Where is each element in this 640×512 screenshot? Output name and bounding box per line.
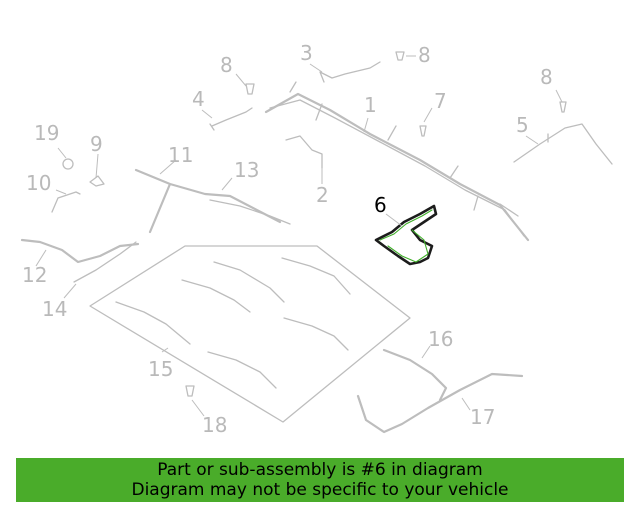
banner-line-2: Diagram may not be specific to your vehi… (131, 480, 509, 500)
callout-17: 17 (470, 405, 495, 429)
callout-15: 15 (148, 357, 173, 381)
part-8-bolt-a (245, 83, 255, 95)
callout-14: 14 (42, 297, 67, 321)
part-13-harness (209, 199, 291, 225)
callout-10: 10 (26, 171, 51, 195)
callout-9: 9 (90, 132, 103, 156)
banner-line-1: Part or sub-assembly is #6 in diagram (157, 460, 483, 480)
callout-12: 12 (22, 263, 47, 287)
part-5-harness (513, 123, 613, 165)
callout-3: 3 (300, 41, 313, 65)
part-16-harness (382, 348, 448, 402)
callout-1: 1 (364, 93, 377, 117)
part-14-harness (73, 241, 137, 283)
callout-7: 7 (434, 89, 447, 113)
callout-18: 18 (202, 413, 227, 437)
leader-lines (35, 55, 563, 417)
part-15-floor-harnesses (115, 257, 351, 389)
callout-6: 6 (374, 193, 387, 217)
part-6-highlighted-harness (374, 204, 438, 266)
callout-5: 5 (516, 113, 529, 137)
part-11-harness (134, 168, 282, 234)
part-8-bolt-c (559, 101, 567, 113)
part-2-bracket (285, 135, 323, 169)
main-harness (264, 81, 530, 242)
part-3-clip (319, 61, 381, 83)
floor-panel-outline (89, 245, 411, 423)
part-9-clip (89, 175, 105, 187)
callout-19: 19 (34, 121, 59, 145)
part-10-bracket (51, 191, 81, 213)
callout-2: 2 (316, 183, 329, 207)
callout-8c: 8 (540, 65, 553, 89)
part-17-harness (356, 372, 524, 434)
part-8-bolt-b (395, 51, 405, 61)
callout-11: 11 (168, 143, 193, 167)
part-12-harness (20, 238, 140, 264)
info-banner: Part or sub-assembly is #6 in diagram Di… (16, 458, 624, 502)
part-7-bolt (419, 125, 427, 137)
part-18-bolt (185, 385, 195, 397)
callout-4: 4 (192, 87, 205, 111)
part-19-grommet (62, 158, 74, 170)
callout-8a: 8 (220, 53, 233, 77)
callout-8b: 8 (418, 43, 431, 67)
callout-16: 16 (428, 327, 453, 351)
callout-13: 13 (234, 158, 259, 182)
parts-diagram: 1 2 3 4 5 6 7 8 8 8 9 10 11 12 13 14 15 … (20, 41, 613, 437)
part-4-strap (209, 107, 253, 131)
